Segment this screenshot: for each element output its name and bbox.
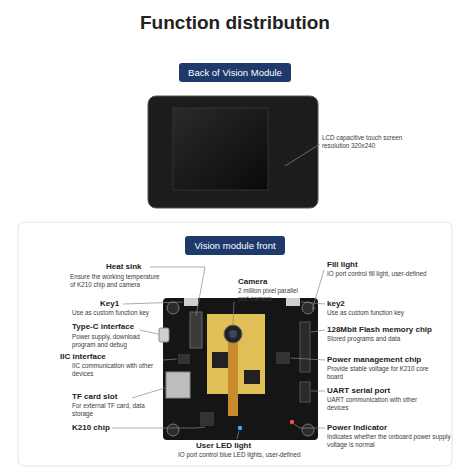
part-name: Fill light xyxy=(327,260,432,269)
part-description: IO port control fill light, user-defined xyxy=(327,270,432,278)
type-c-port xyxy=(159,328,169,342)
part-name: UART serial port xyxy=(327,386,390,395)
lcd-housing xyxy=(148,96,318,208)
part-description: Power supply, download program and debug xyxy=(72,333,156,348)
part-name: key2 xyxy=(327,299,345,308)
part-description: UART communication with other devices xyxy=(327,396,437,411)
part-description: Provide stable voltage for K210 core boa… xyxy=(327,365,437,380)
part-description: Use as custom function key xyxy=(72,309,164,317)
part-description: Ensure the working temperature of K210 c… xyxy=(70,273,166,288)
key2-button xyxy=(286,298,300,306)
section-header: Vision module front xyxy=(185,236,284,255)
part-name: 128Mbit Flash memory chip xyxy=(327,325,432,334)
part-description: Indicates whether the onboard power supp… xyxy=(327,433,452,448)
chip xyxy=(212,352,230,368)
part-name: Key1 xyxy=(100,299,119,308)
part-name: User LED light xyxy=(196,441,251,450)
flash-chip xyxy=(178,354,190,364)
leader-line xyxy=(233,302,234,324)
key1-button xyxy=(184,298,198,306)
section-panel xyxy=(18,222,452,466)
part-name: IIC interface xyxy=(60,352,106,361)
part-name: Heat sink xyxy=(106,262,142,271)
part-description: IIC communication with other devices xyxy=(72,362,167,377)
part-description: For external TF card, data storage xyxy=(72,402,162,417)
leader-line xyxy=(237,431,239,439)
leader-line xyxy=(311,391,325,392)
user-led xyxy=(238,426,242,430)
leader-line xyxy=(163,359,177,360)
screw xyxy=(167,424,179,436)
part-name: Power Indicator xyxy=(327,423,387,432)
section-header: Back of Vision Module xyxy=(179,63,291,82)
part-name: Power management chip xyxy=(327,355,421,364)
part-description: IO port control blue LED lights, user-de… xyxy=(178,451,328,459)
part-name: K210 chip xyxy=(72,423,110,432)
board xyxy=(159,298,318,440)
screw xyxy=(302,302,314,314)
part-name: TF card slot xyxy=(72,392,117,401)
leader-line xyxy=(301,302,325,304)
part-name: Camera xyxy=(238,277,267,286)
screw xyxy=(302,424,314,436)
header-text: Back of Vision Module xyxy=(188,67,282,78)
leader-line xyxy=(294,424,325,428)
power-chip xyxy=(276,352,290,364)
leader-line xyxy=(132,388,165,398)
leader-line xyxy=(291,358,325,360)
uart-port xyxy=(300,382,310,402)
part-description: Stored programs and data xyxy=(327,335,437,343)
camera-lens xyxy=(229,330,237,338)
k210-chip xyxy=(200,412,214,426)
screw xyxy=(167,302,179,314)
chip xyxy=(244,370,260,384)
camera-lens xyxy=(224,325,242,343)
part-description: 2 million pixel parallel port camera xyxy=(238,287,308,302)
leader-line xyxy=(112,427,205,428)
leader-line xyxy=(285,144,320,166)
page-title: Function distribution xyxy=(0,12,470,34)
heat-sink xyxy=(190,312,202,348)
ribbon-cable xyxy=(228,342,238,416)
pcb xyxy=(163,298,318,440)
tf-slot xyxy=(166,372,190,398)
part-name: Type-C interface xyxy=(72,322,134,331)
leader-line xyxy=(311,330,325,332)
part-description: LCD capacitive touch screen resolution 3… xyxy=(322,134,422,149)
lcd-back xyxy=(148,96,318,208)
header-text: Vision module front xyxy=(194,240,275,251)
pin-header xyxy=(300,322,310,372)
leader-line xyxy=(140,330,158,334)
power-led xyxy=(290,420,294,424)
leader-lines xyxy=(112,144,325,439)
lcd-screen xyxy=(173,108,268,190)
part-description: Use as custom function key xyxy=(327,309,437,317)
leader-line xyxy=(123,302,183,304)
